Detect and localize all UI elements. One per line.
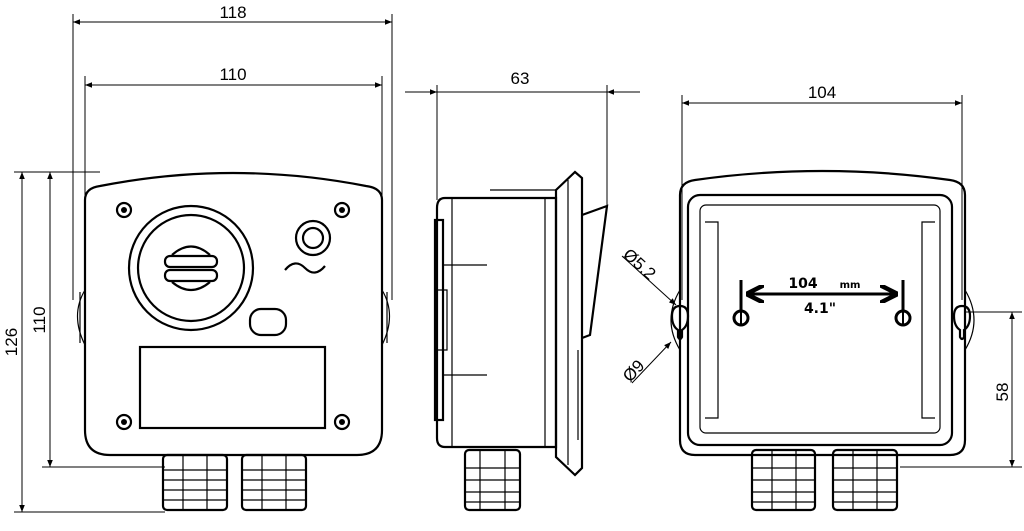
keyhole-icon — [670, 304, 690, 341]
ac-wave-icon — [284, 262, 326, 274]
mount-unit: mm — [840, 280, 861, 291]
dim-height-overall: 126 — [2, 328, 21, 356]
dim-hole-large: Ø9 — [619, 356, 648, 386]
dim-width-body: 110 — [219, 65, 246, 84]
back-view: 104 mm 4.1" Ø5.2 Ø9 104 58 — [619, 83, 1022, 512]
sensor-window — [127, 204, 255, 332]
dim-hole-height: 58 — [993, 383, 1012, 402]
cable-gland — [161, 453, 308, 512]
dim-width-overall: 118 — [219, 3, 246, 22]
mount-spacing-mm: 104 — [788, 276, 817, 292]
button-icon — [248, 307, 288, 337]
keyhole-icon — [952, 304, 972, 341]
side-view: 63 — [405, 69, 640, 512]
led-icon — [294, 219, 332, 257]
cable-gland — [750, 448, 899, 512]
front-view: 118 110 126 110 — [2, 3, 393, 513]
dim-height-body: 110 — [30, 306, 49, 333]
display-window — [138, 345, 327, 430]
cable-gland — [463, 448, 522, 512]
mount-spacing-in: 4.1" — [804, 301, 836, 317]
mounting-hole — [732, 280, 912, 327]
dim-depth: 63 — [511, 69, 530, 88]
dim-hole-small: Ø5.2 — [619, 245, 659, 284]
dim-back-width: 104 — [808, 83, 836, 102]
screw-icon — [115, 201, 351, 431]
